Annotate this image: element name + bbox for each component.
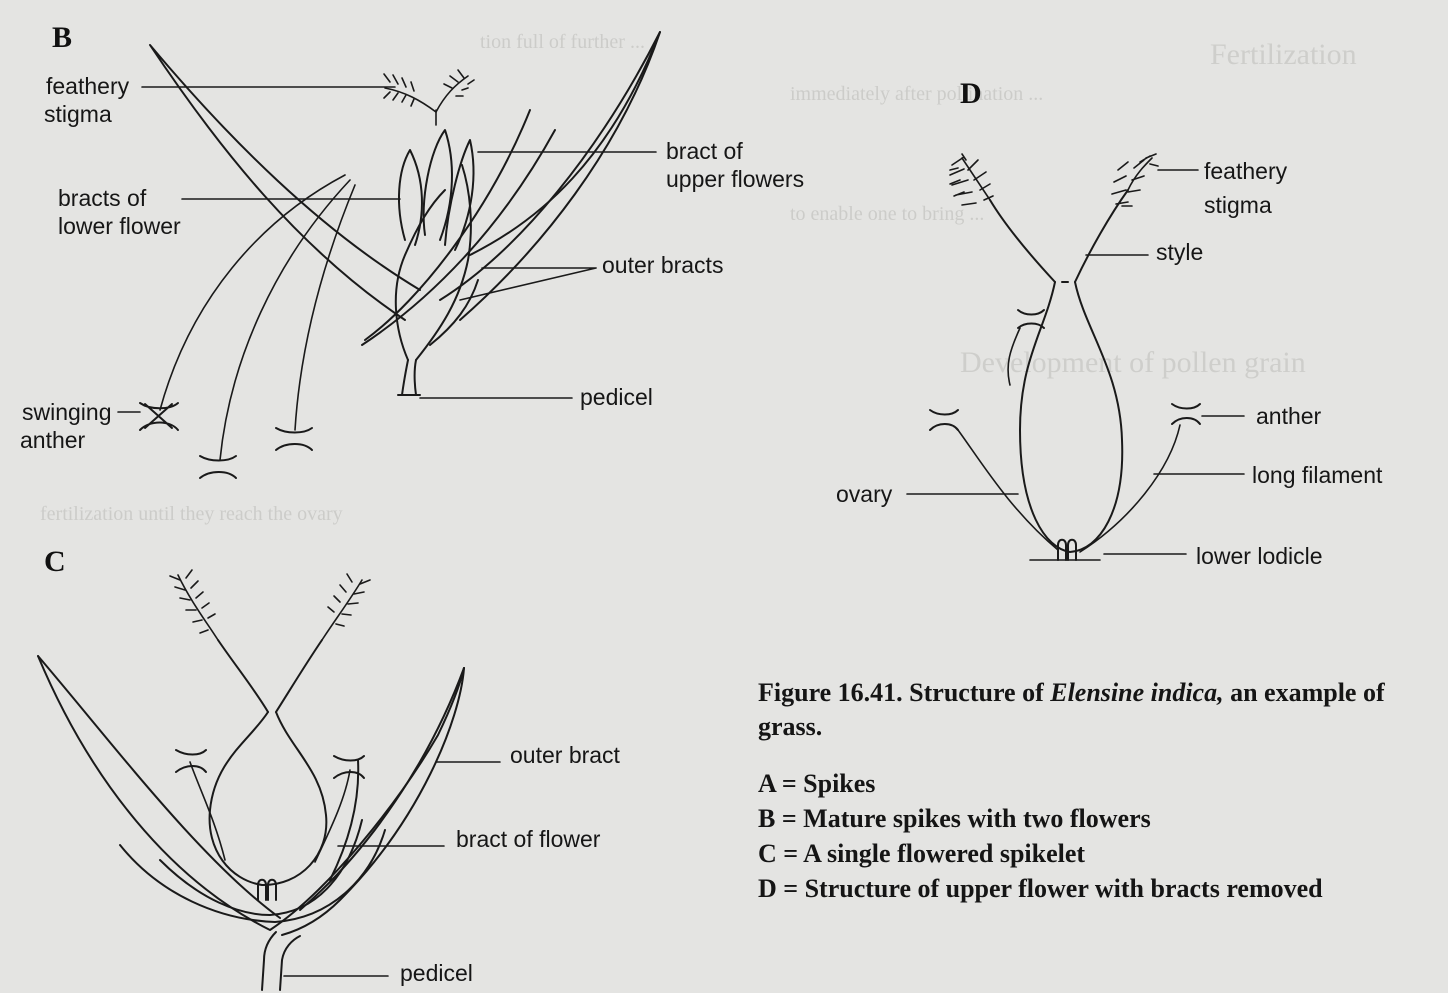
key-item-c: C = A single flowered spikelet (758, 839, 1086, 868)
c-filament-right (314, 769, 351, 863)
b-label-bract-of: bract of (666, 138, 743, 164)
svg-text:fertilization until they reach: fertilization until they reach the ovary (40, 503, 343, 525)
b-feathery-stigma (383, 69, 475, 126)
caption-title: Figure 16.41. Structure of Elensine indi… (758, 676, 1438, 744)
b-filament-2 (219, 179, 351, 461)
d-ovary (1019, 281, 1124, 553)
caption-species: Elensine indica, (1050, 678, 1224, 707)
figure-caption: Figure 16.41. Structure of Elensine indi… (758, 676, 1438, 906)
b-label-upper-flowers: upper flowers (666, 166, 804, 192)
b-bract-upper-1 (422, 129, 453, 241)
d-lower-lodicle (1057, 538, 1077, 561)
b-pedicel-stem (401, 359, 409, 396)
d-style (989, 189, 1129, 283)
c-anther-left (175, 749, 207, 773)
c-feathery-stigma-left (169, 569, 219, 641)
b-bract-upper-3 (397, 149, 423, 246)
c-bract-of-flower (159, 819, 363, 916)
caption-title-suffix: an example of grass. (758, 678, 1385, 741)
b-label-bracts-of: bracts of (58, 185, 147, 211)
b-outer-bract-mid (361, 129, 556, 346)
d-label-ovary: ovary (836, 481, 893, 507)
b-filament-1 (159, 174, 346, 411)
c-outer-bract-left (37, 655, 465, 931)
c-label-bract-of-flower: bract of flower (456, 826, 601, 852)
c-label-outer-bract: outer bract (510, 742, 621, 768)
panel-letter-d: D (960, 77, 982, 110)
d-label-stigma: stigma (1204, 192, 1272, 218)
panel-c: C (37, 545, 621, 991)
b-label-pedicel: pedicel (580, 384, 653, 410)
key-item-b: B = Mature spikes with two flowers (758, 804, 1151, 833)
show-through-text: Fertilization Development of pollen grai… (40, 31, 1357, 525)
caption-title-prefix: Figure 16.41. Structure of (758, 678, 1051, 707)
b-outer-bract-left (149, 44, 421, 321)
d-feathery-stigma-right (1111, 153, 1159, 207)
c-anther-right (333, 755, 365, 779)
panel-d: D (836, 77, 1383, 569)
svg-text:tion full of further ...: tion full of further ... (480, 31, 645, 53)
svg-text:Development of pollen grain: Development of pollen grain (960, 346, 1306, 379)
caption-key: A = Spikes B = Mature spikes with two fl… (758, 766, 1438, 906)
d-label-feathery: feathery (1204, 158, 1288, 184)
key-item-d: D = Structure of upper flower with bract… (758, 874, 1323, 903)
c-feathery-stigma-right (321, 573, 371, 641)
b-anther-2 (199, 455, 237, 479)
b-label-swinging: swinging (22, 399, 112, 425)
d-anther-left (929, 409, 959, 431)
b-label-stigma: stigma (44, 101, 112, 127)
d-label-lower-lodicle: lower lodicle (1196, 543, 1323, 569)
d-label-style: style (1156, 239, 1203, 265)
d-label-anther: anther (1256, 403, 1322, 429)
c-ovary (208, 711, 328, 887)
d-anther-right (1171, 403, 1201, 425)
c-style (217, 639, 323, 713)
svg-text:to enable one to bring ...: to enable one to bring ... (790, 203, 984, 225)
b-filament-3 (294, 184, 356, 431)
d-anther-upper (1017, 309, 1045, 329)
c-pedicel (261, 931, 277, 991)
d-label-long-filament: long filament (1252, 462, 1383, 488)
c-filament-left (189, 761, 226, 861)
b-leader-outer-bracts (459, 267, 597, 301)
panel-b: B (20, 21, 804, 479)
b-label-lower-flower: lower flower (58, 213, 181, 239)
svg-text:immediately after pollination: immediately after pollination ... (790, 83, 1043, 105)
d-filament-upper (1007, 327, 1021, 386)
d-filament-left (957, 429, 1059, 551)
b-label-feathery: feathery (46, 73, 130, 99)
c-outer-bract-right (281, 667, 465, 936)
panel-letter-c: C (44, 545, 66, 578)
b-anther-1 (139, 402, 179, 431)
b-label-anther: anther (20, 427, 86, 453)
c-label-pedicel: pedicel (400, 960, 473, 986)
svg-text:Fertilization: Fertilization (1210, 38, 1357, 71)
d-filament-right (1079, 424, 1181, 553)
c-lodicule (257, 878, 277, 901)
d-feathery-stigma-left (949, 153, 994, 206)
b-inner-bract (394, 189, 446, 361)
key-item-a: A = Spikes (758, 769, 876, 798)
panel-letter-b: B (52, 21, 72, 54)
b-label-outer-bracts: outer bracts (602, 252, 723, 278)
b-bract-upper-2 (444, 139, 475, 251)
b-anther-3 (275, 427, 313, 451)
